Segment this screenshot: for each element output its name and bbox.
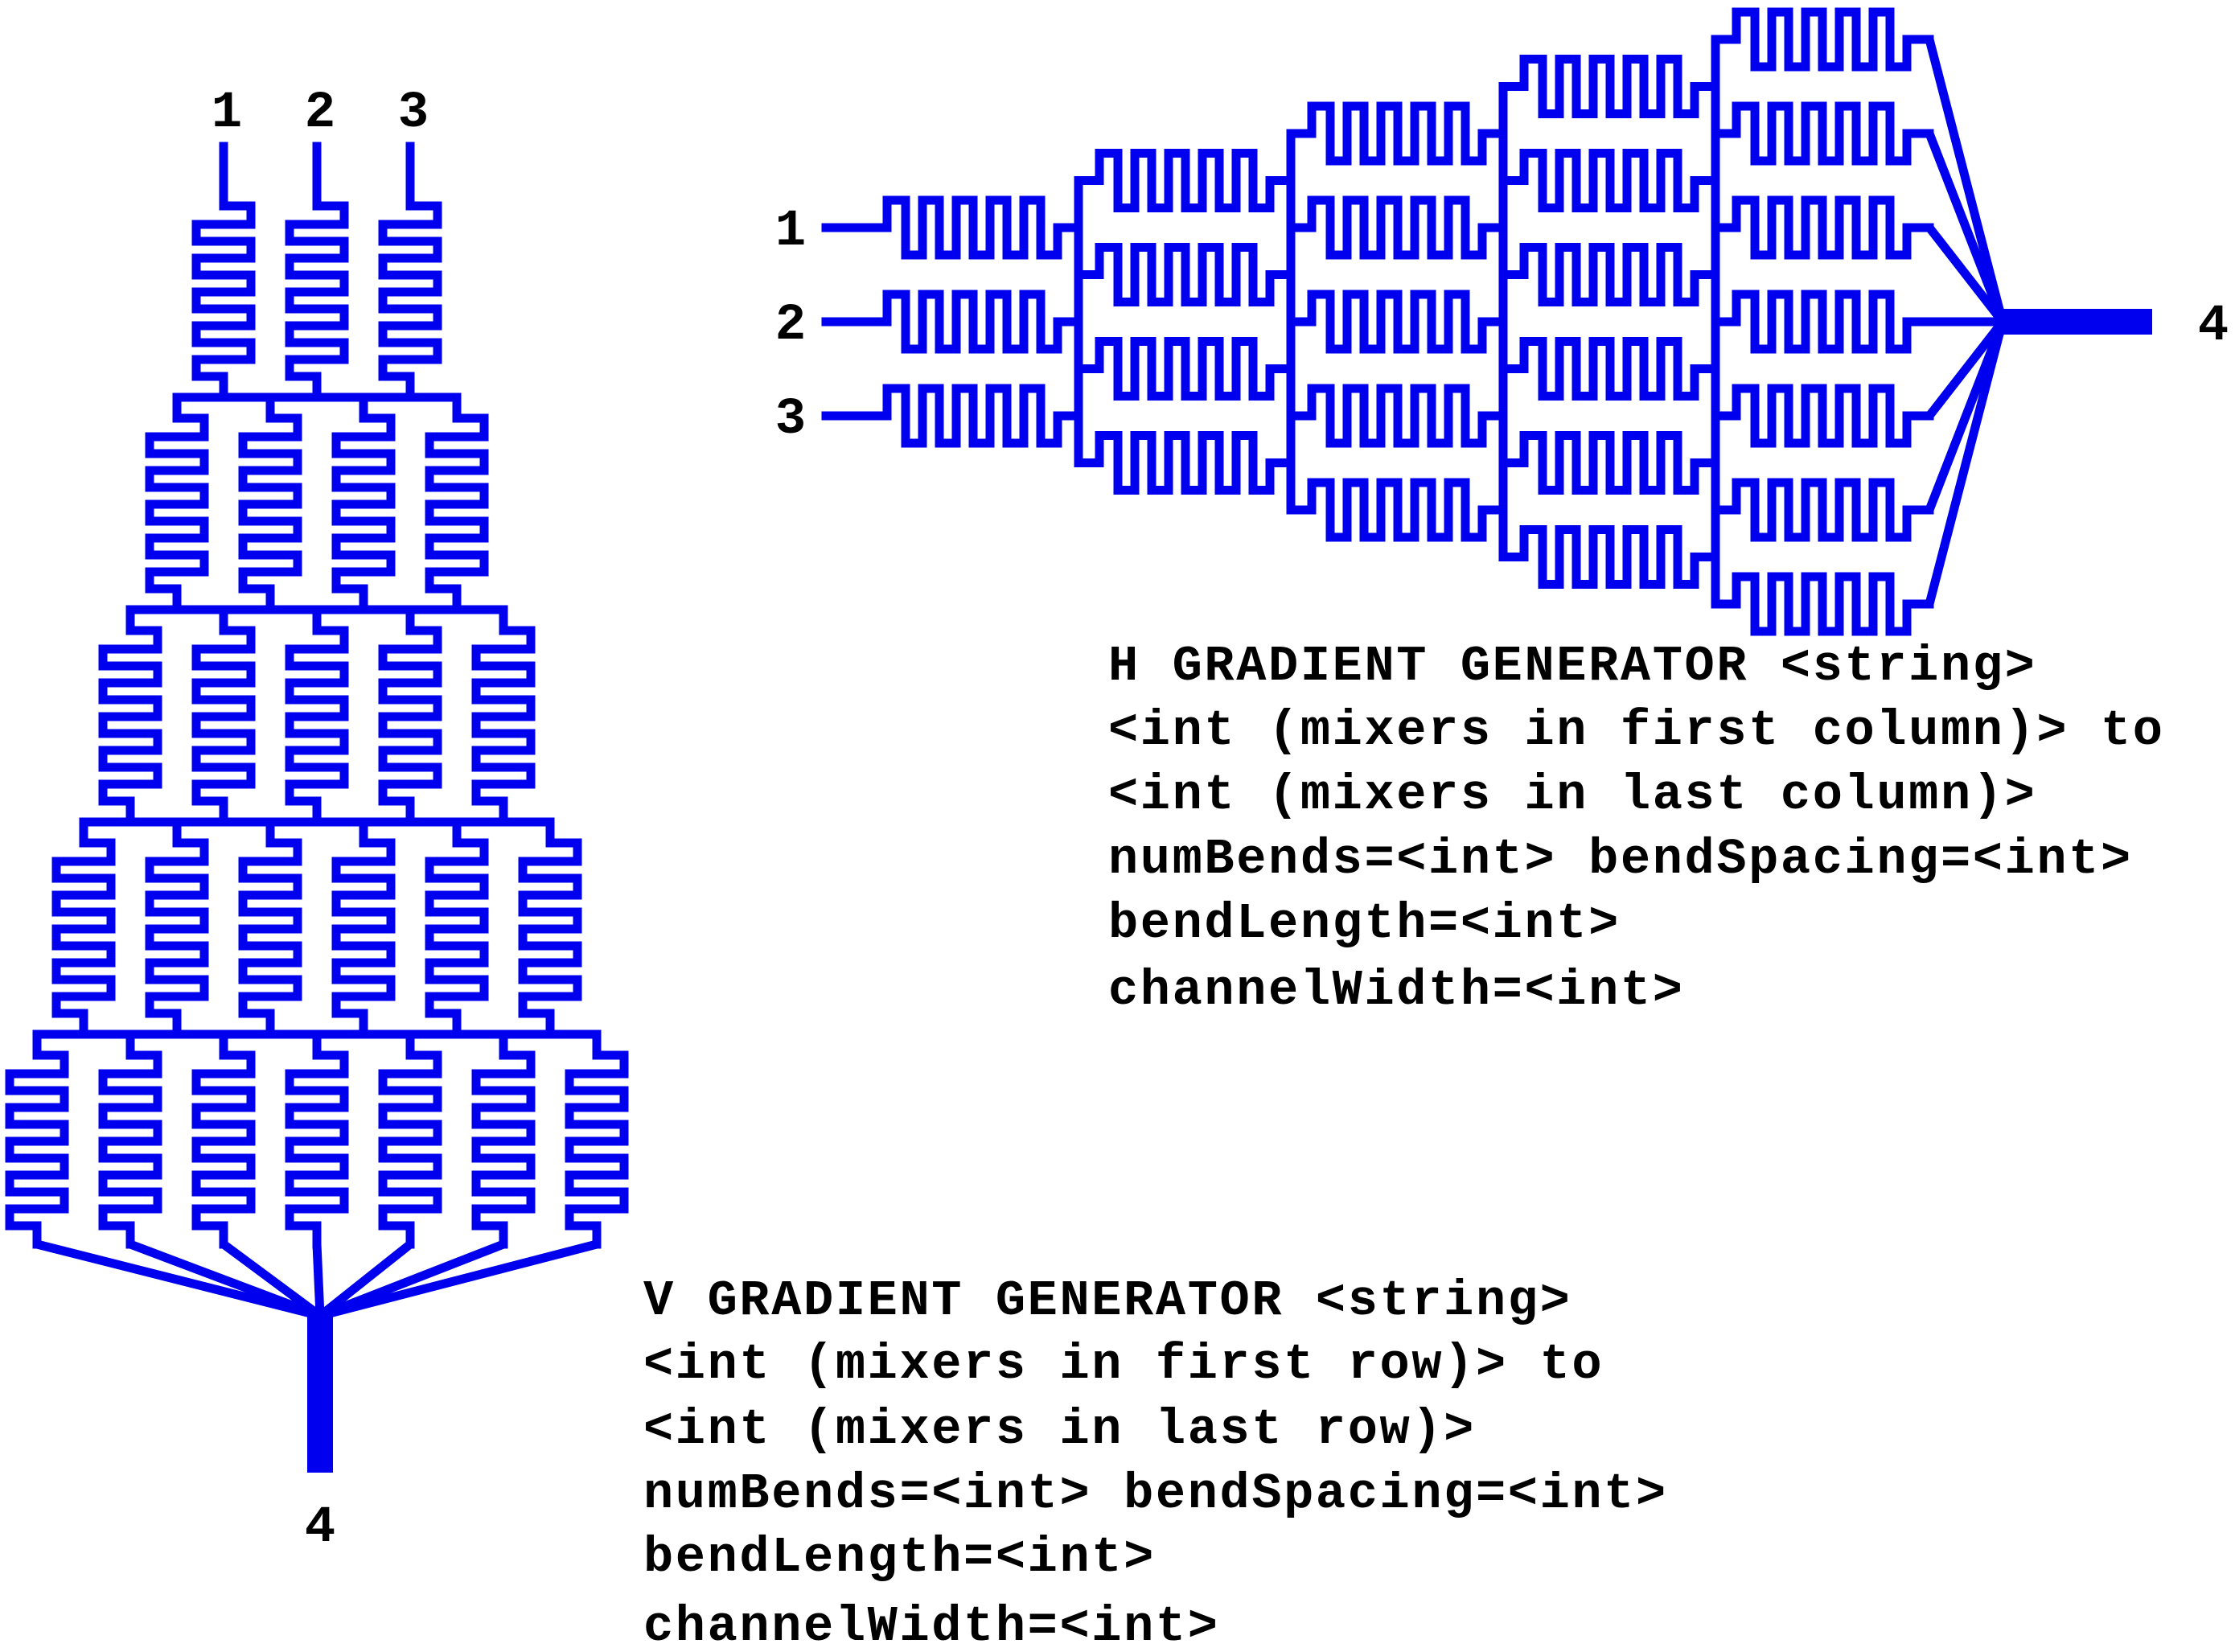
serpentine-mixer — [1498, 337, 1720, 401]
v-desc-line: bendLength=<int> — [643, 1529, 1156, 1586]
serpentine-mixer — [331, 817, 396, 1039]
serpentine-mixer — [145, 392, 209, 614]
serpentine-mixer — [51, 817, 116, 1039]
serpentine-mixer — [98, 605, 162, 827]
h-desc-line: <int (mixers in last column)> — [1108, 766, 2036, 824]
serpentine-mixer — [191, 605, 256, 827]
serpentine-mixer — [1074, 149, 1296, 212]
serpentine-mixer — [821, 290, 1083, 354]
collector-channel — [1925, 317, 2007, 609]
serpentine-mixer — [1711, 7, 1934, 72]
v-desc-line: channelWidth=<int> — [643, 1598, 1220, 1652]
serpentine-mixer — [1286, 478, 1508, 542]
serpentine-mixer — [1074, 337, 1296, 401]
horizontal-gradient-generator — [821, 7, 2152, 636]
collector-channel — [1925, 317, 2007, 421]
v-generator-description: V GRADIENT GENERATOR <string> <int (mixe… — [643, 1272, 1668, 1652]
h-outlet-label: 4 — [2198, 298, 2229, 355]
h-inlet-label-1: 1 — [775, 203, 806, 261]
serpentine-mixer — [378, 1029, 442, 1249]
v-inlet-label-2: 2 — [305, 84, 335, 142]
serpentine-mixer — [425, 392, 489, 614]
serpentine-mixer — [1711, 290, 1934, 354]
h-desc-line: numBends=<int> bendSpacing=<int> — [1108, 831, 2133, 888]
serpentine-mixer — [1074, 243, 1296, 306]
serpentine-mixer — [1498, 149, 1720, 212]
serpentine-mixer — [191, 142, 256, 402]
serpentine-mixer — [145, 817, 209, 1039]
serpentine-mixer — [821, 195, 1083, 260]
serpentine-mixer — [285, 1029, 349, 1249]
serpentine-mixer — [1074, 431, 1296, 495]
serpentine-mixer — [378, 605, 442, 827]
h-desc-line: bendLength=<int> — [1108, 895, 1621, 952]
serpentine-mixer — [1498, 55, 1720, 118]
serpentine-mixer — [285, 142, 349, 402]
serpentine-mixer — [471, 1029, 536, 1249]
serpentine-mixer — [1286, 101, 1508, 166]
serpentine-mixer — [98, 1029, 162, 1249]
collector-channel — [312, 1239, 325, 1321]
h-generator-description: H GRADIENT GENERATOR <string> <int (mixe… — [1108, 638, 2165, 1019]
serpentine-mixer — [191, 1029, 256, 1249]
serpentine-mixer — [518, 817, 582, 1039]
serpentine-mixer — [238, 392, 302, 614]
vertical-gradient-generator — [5, 142, 629, 1473]
collector-channel — [1925, 129, 2007, 327]
serpentine-mixer — [1498, 243, 1720, 306]
collector-channel — [125, 1239, 325, 1321]
serpentine-mixer — [1711, 384, 1934, 448]
serpentine-mixer — [378, 142, 442, 402]
h-inlet-label-2: 2 — [775, 297, 806, 355]
serpentine-mixer — [1711, 101, 1934, 166]
serpentine-mixer — [5, 1029, 69, 1249]
serpentine-mixer — [565, 1029, 629, 1249]
serpentine-mixer — [285, 605, 349, 827]
collector-channel — [219, 1239, 325, 1321]
v-desc-line: <int (mixers in last row)> — [643, 1401, 1476, 1458]
serpentine-mixer — [1711, 195, 1934, 260]
collector-channel — [32, 1239, 325, 1321]
collector-channel — [1925, 35, 2007, 327]
v-desc-line: <int (mixers in first row)> to — [643, 1336, 1604, 1393]
v-desc-line: V GRADIENT GENERATOR <string> — [643, 1272, 1571, 1329]
serpentine-mixer — [425, 817, 489, 1039]
serpentine-mixer — [1286, 195, 1508, 260]
serpentine-mixer — [331, 392, 396, 614]
h-desc-line: channelWidth=<int> — [1108, 962, 1685, 1019]
collector-channel — [315, 1239, 602, 1321]
h-desc-line: H GRADIENT GENERATOR <string> — [1108, 638, 2036, 695]
serpentine-mixer — [1498, 525, 1720, 589]
collector-channel — [315, 1239, 415, 1321]
v-outlet-label: 4 — [305, 1499, 335, 1557]
serpentine-mixer — [1286, 290, 1508, 354]
serpentine-mixer — [1711, 478, 1934, 542]
serpentine-mixer — [1498, 431, 1720, 495]
collector-channel — [1925, 223, 2007, 327]
serpentine-mixer — [1711, 572, 1934, 636]
v-inlet-label-3: 3 — [398, 84, 429, 142]
h-desc-line: <int (mixers in first column)> to — [1108, 702, 2165, 759]
v-desc-line: numBends=<int> bendSpacing=<int> — [643, 1465, 1668, 1523]
serpentine-mixer — [238, 817, 302, 1039]
serpentine-mixer — [471, 605, 536, 827]
serpentine-mixer — [821, 384, 1083, 448]
v-inlet-label-1: 1 — [212, 84, 242, 142]
h-inlet-label-3: 3 — [775, 391, 806, 449]
serpentine-mixer — [1286, 384, 1508, 448]
